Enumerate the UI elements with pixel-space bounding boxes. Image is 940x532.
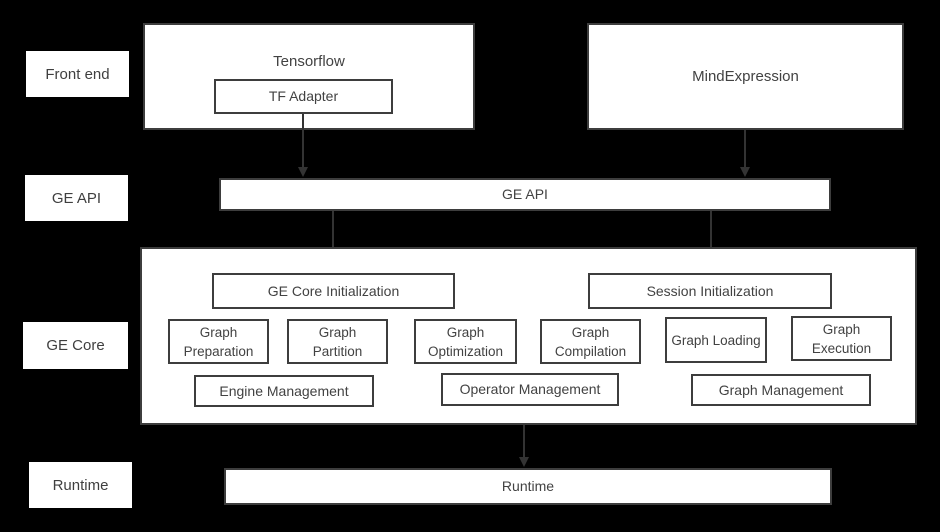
rail-label-front-end: Front end bbox=[26, 51, 129, 97]
operator-management-box: Operator Management bbox=[441, 373, 619, 406]
session-initialization-box: Session Initialization bbox=[588, 273, 832, 309]
ge-api-bar: GE API bbox=[219, 178, 831, 211]
arrow-mindexpression-to-ge-api bbox=[740, 130, 750, 177]
graph-compilation-box: Graph Compilation bbox=[540, 319, 641, 364]
graph-loading-box: Graph Loading bbox=[665, 317, 767, 363]
graph-execution-box: Graph Execution bbox=[791, 316, 892, 361]
arrow-tf-adapter-to-ge-api bbox=[298, 114, 308, 177]
ge-core-initialization-box: GE Core Initialization bbox=[212, 273, 455, 309]
rail-label-ge-api: GE API bbox=[25, 175, 128, 221]
mindexpression-box: MindExpression bbox=[587, 23, 904, 130]
engine-management-box: Engine Management bbox=[194, 375, 374, 407]
graph-preparation-box: Graph Preparation bbox=[168, 319, 269, 364]
rail-label-runtime: Runtime bbox=[29, 462, 132, 508]
tensorflow-label: Tensorflow bbox=[273, 53, 345, 70]
graph-optimization-box: Graph Optimization bbox=[414, 319, 517, 364]
tf-adapter-box: TF Adapter bbox=[214, 79, 393, 114]
graph-partition-box: Graph Partition bbox=[287, 319, 388, 364]
arrow-ge-core-to-runtime bbox=[519, 425, 529, 467]
graph-management-box: Graph Management bbox=[691, 374, 871, 406]
tensorflow-box: Tensorflow TF Adapter bbox=[143, 23, 475, 130]
rail-label-ge-core: GE Core bbox=[23, 322, 128, 369]
runtime-bar: Runtime bbox=[224, 468, 832, 505]
ge-core-container: GE Core Initialization Session Initializ… bbox=[140, 247, 917, 425]
